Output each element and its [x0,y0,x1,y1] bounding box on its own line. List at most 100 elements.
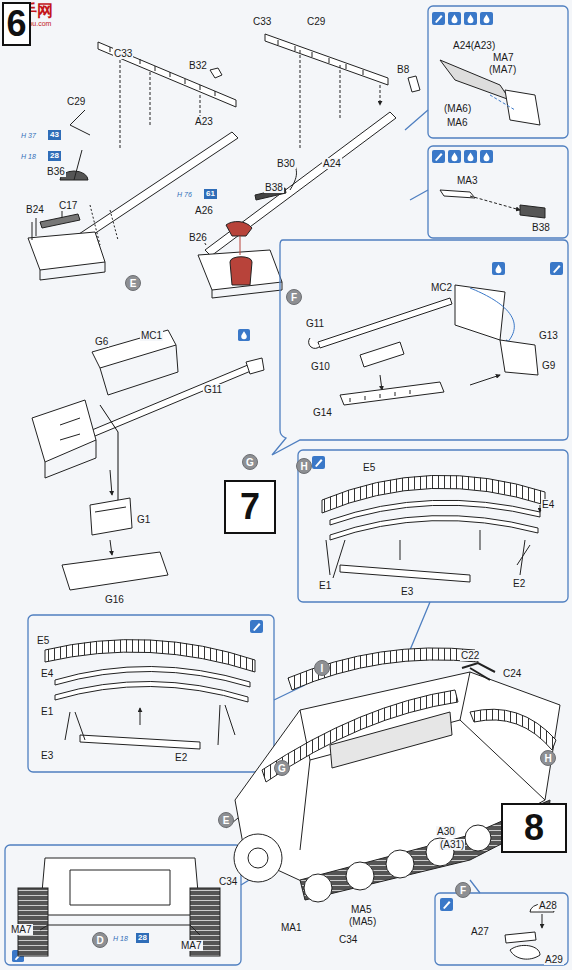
part-label: A30 [436,826,456,837]
part-label: MA3 [456,175,479,186]
part-label: G14 [312,407,333,418]
node-text: H [544,753,551,764]
drawing-stroke [110,47,215,96]
part-label: G13 [538,330,559,341]
drawing-stroke [32,400,96,462]
node-text: E [223,815,230,826]
drawing-stroke [265,34,388,85]
part-label: C29 [66,96,86,107]
part-label: G9 [541,360,556,371]
drawing-stroke [5,845,241,965]
part-label: (A31) [439,839,465,850]
part-label: MA6 [446,117,469,128]
part-label: MA7 [10,924,33,935]
step-number-box: 7 [224,480,276,534]
part-label: MA1 [280,922,303,933]
drawing-stroke [360,342,404,367]
drawing-stroke [272,240,568,455]
subassembly-letter: F [455,882,471,898]
subassembly-letter: F [286,289,302,305]
paint-number: 43 [48,130,61,140]
drawing-stroke [520,205,545,218]
subassembly-letter: G [242,454,258,470]
part-label: E4 [541,499,555,510]
part-label: MC2 [430,282,453,293]
drawing-stroke [480,150,493,163]
drawing-stroke [312,456,325,469]
drawing-stroke [110,540,112,555]
part-label: MC1 [140,330,163,341]
part-label: E4 [40,668,54,679]
part-label: G11 [305,318,325,329]
drawing-stroke [28,34,420,590]
drawing-stroke [226,222,252,236]
part-label: G11 [203,384,223,395]
part-label: (MA7) [488,64,517,75]
drawing-stroke [309,338,320,348]
part-label: E3 [400,586,414,597]
part-label: A24(A23) [452,40,496,51]
part-label: G16 [104,594,125,605]
drawing-stroke [80,735,200,749]
drawing-stroke [465,825,491,851]
subassembly-letter: I [314,660,330,676]
part-label: E1 [40,706,54,717]
drawing-stroke [32,218,36,240]
drawing-stroke [234,834,282,882]
paint-code: H 37 [20,131,37,140]
drawing-stroke [45,440,96,478]
drawing-stroke [464,12,477,25]
drawing-stroke [464,150,477,163]
node-text: D [96,935,103,946]
drawing-stroke [74,150,82,180]
part-label: C33 [252,16,272,27]
part-label: E1 [318,580,332,591]
node-text: 7 [240,486,260,528]
node-text: G [278,763,286,774]
node-text: E [130,278,137,289]
part-label: G10 [310,361,331,372]
drawing-stroke [262,690,458,782]
drawing-stroke [326,540,530,578]
part-label: E5 [36,635,50,646]
drawing-stroke [12,12,563,962]
step-number-box: 8 [501,803,567,853]
subassembly-letter: G [274,760,290,776]
part-label: C34 [218,876,238,887]
drawing-stroke [70,110,90,135]
part-label: B26 [188,232,208,243]
drawing-stroke [490,95,515,110]
drawing-stroke [18,888,48,956]
drawing-stroke [92,330,176,368]
drawing-stroke [448,150,461,163]
drawing-stroke [18,60,560,959]
drawing-stroke [238,329,250,341]
drawing-stroke [350,390,410,402]
node-text: G [246,457,254,468]
drawing-stroke [470,196,520,210]
drawing-stroke [100,405,118,510]
drawing-stroke [510,945,540,959]
drawing-stroke [428,6,568,138]
drawing-stroke [500,340,538,375]
part-label: (MA6) [443,103,472,114]
drawing-stroke [198,250,282,290]
drawing-stroke [550,262,563,275]
part-label: G1 [136,514,151,525]
drawing-stroke [470,709,556,750]
drawing-stroke [235,672,560,885]
drawing-stroke [480,12,493,25]
subassembly-letter: H [296,458,312,474]
drawing-stroke [246,358,264,374]
part-label: C24 [502,668,522,679]
drawing-stroke [298,450,568,602]
drawing-stroke [90,205,118,245]
part-label: A29 [544,954,564,965]
node-text: F [291,292,297,303]
drawing-stroke [380,375,382,390]
drawing-stroke [278,40,363,75]
part-label: G6 [94,336,109,347]
part-label: B24 [25,204,45,215]
drawing-stroke [95,507,126,512]
